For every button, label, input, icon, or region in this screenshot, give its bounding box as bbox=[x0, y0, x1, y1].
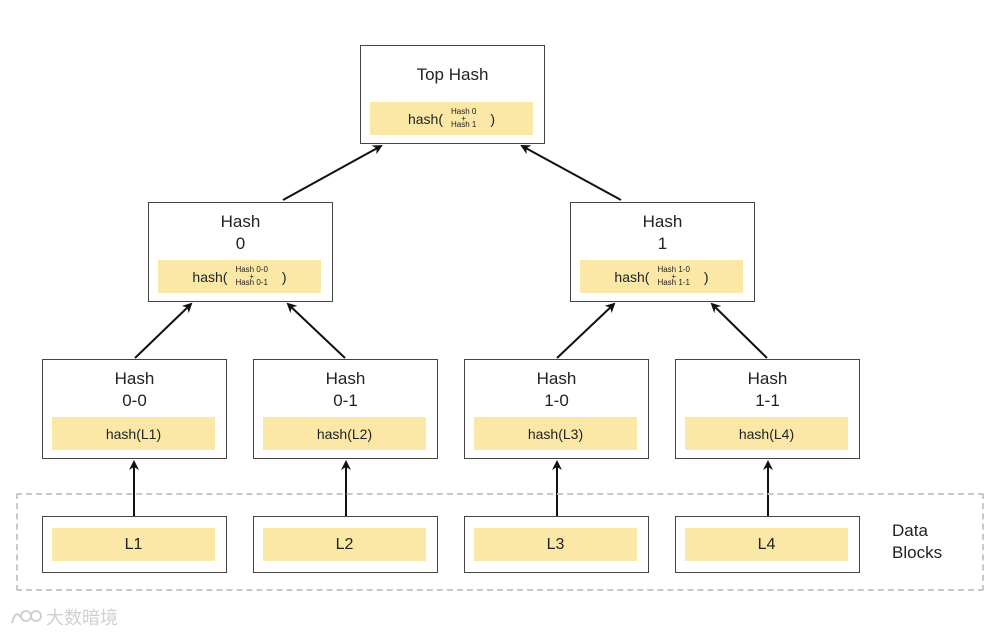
data-blocks-region bbox=[16, 493, 984, 591]
formula-args: Hash 1-0 + Hash 1-1 bbox=[657, 266, 689, 287]
hash-0-1-formula: hash(L2) bbox=[263, 417, 426, 450]
formula-close: ) bbox=[703, 268, 709, 285]
data-block-l4-label: L4 bbox=[685, 528, 848, 561]
hash-0-1-node: Hash 0-1 hash(L2) bbox=[253, 359, 438, 459]
hash-1-formula: hash( Hash 1-0 + Hash 1-1 ) bbox=[580, 260, 743, 293]
formula-plus: + bbox=[461, 114, 467, 123]
data-blocks-label: Data Blocks bbox=[892, 520, 942, 564]
hash-1-0-node: Hash 1-0 hash(L3) bbox=[464, 359, 649, 459]
data-block-l4: L4 bbox=[675, 516, 860, 573]
formula-arg-2: Hash 1 bbox=[451, 120, 477, 129]
hash-0-0-node: Hash 0-0 hash(L1) bbox=[42, 359, 227, 459]
hash-1-0-title: Hash bbox=[536, 369, 577, 388]
hash-0-1-title: Hash bbox=[325, 369, 366, 388]
data-block-l3: L3 bbox=[464, 516, 649, 573]
formula-plus: + bbox=[249, 272, 254, 281]
hash-0-title: Hash bbox=[220, 212, 261, 231]
hash-1-node: Hash 1 hash( Hash 1-0 + Hash 1-1 ) bbox=[570, 202, 755, 302]
hash-1-1-formula: hash(L4) bbox=[685, 417, 848, 450]
data-blocks-label-line-2: Blocks bbox=[892, 543, 943, 562]
watermark-logo-icon bbox=[11, 610, 42, 624]
data-block-l2-label: L2 bbox=[263, 528, 426, 561]
hash-1-0-formula: hash(L3) bbox=[474, 417, 637, 450]
formula-fn: hash( bbox=[407, 110, 443, 127]
formula-arg-1: Hash 1-0 bbox=[657, 265, 690, 274]
hash-0-subtitle: 0 bbox=[235, 234, 246, 253]
hash-0-0-subtitle: 0-0 bbox=[122, 391, 147, 410]
formula-close: ) bbox=[490, 110, 496, 127]
hash-0-0-formula: hash(L1) bbox=[52, 417, 215, 450]
hash-1-subtitle: 1 bbox=[657, 234, 668, 253]
hash-0-node: Hash 0 hash( Hash 0-0 + Hash 0-1 ) bbox=[148, 202, 333, 302]
top-hash-title: Top Hash bbox=[416, 65, 489, 84]
arrow-h00-to-h0 bbox=[134, 302, 193, 359]
hash-0-0-title: Hash bbox=[114, 369, 155, 388]
arrow-h10-to-h1 bbox=[556, 302, 616, 359]
data-block-l3-label: L3 bbox=[474, 528, 637, 561]
arrow-h0-to-top bbox=[282, 145, 383, 201]
formula-plus: + bbox=[671, 272, 676, 281]
formula-fn: hash( bbox=[192, 268, 228, 285]
data-block-l1-label: L1 bbox=[52, 528, 215, 561]
top-hash-node: Top Hash hash( Hash 0 + Hash 1 ) bbox=[360, 45, 545, 144]
hash-1-1-node: Hash 1-1 hash(L4) bbox=[675, 359, 860, 459]
data-block-l1: L1 bbox=[42, 516, 227, 573]
formula-arg-2: Hash 1-1 bbox=[657, 278, 690, 287]
hash-0-formula: hash( Hash 0-0 + Hash 0-1 ) bbox=[158, 260, 321, 293]
data-block-l2: L2 bbox=[253, 516, 438, 573]
arrow-h01-to-h0 bbox=[286, 302, 346, 359]
hash-1-0-subtitle: 1-0 bbox=[544, 391, 569, 410]
hash-1-1-title: Hash bbox=[747, 369, 788, 388]
formula-fn: hash( bbox=[614, 268, 650, 285]
watermark: 大数暗境 bbox=[10, 604, 118, 630]
formula-close: ) bbox=[281, 268, 287, 285]
data-blocks-label-line-1: Data bbox=[892, 521, 928, 540]
formula-arg-2: Hash 0-1 bbox=[235, 278, 268, 287]
formula-arg-1: Hash 0-0 bbox=[235, 265, 268, 274]
watermark-text: 大数暗境 bbox=[46, 608, 118, 629]
top-hash-formula: hash( Hash 0 + Hash 1 ) bbox=[370, 102, 533, 135]
hash-1-1-subtitle: 1-1 bbox=[755, 391, 780, 410]
hash-0-1-subtitle: 0-1 bbox=[333, 391, 358, 410]
formula-args: Hash 0-0 + Hash 0-1 bbox=[235, 266, 267, 287]
hash-1-title: Hash bbox=[642, 212, 683, 231]
arrow-h11-to-h1 bbox=[710, 302, 768, 359]
arrow-h1-to-top bbox=[520, 145, 622, 201]
formula-arg-1: Hash 0 bbox=[451, 107, 477, 116]
formula-args: Hash 0 + Hash 1 bbox=[451, 108, 476, 129]
